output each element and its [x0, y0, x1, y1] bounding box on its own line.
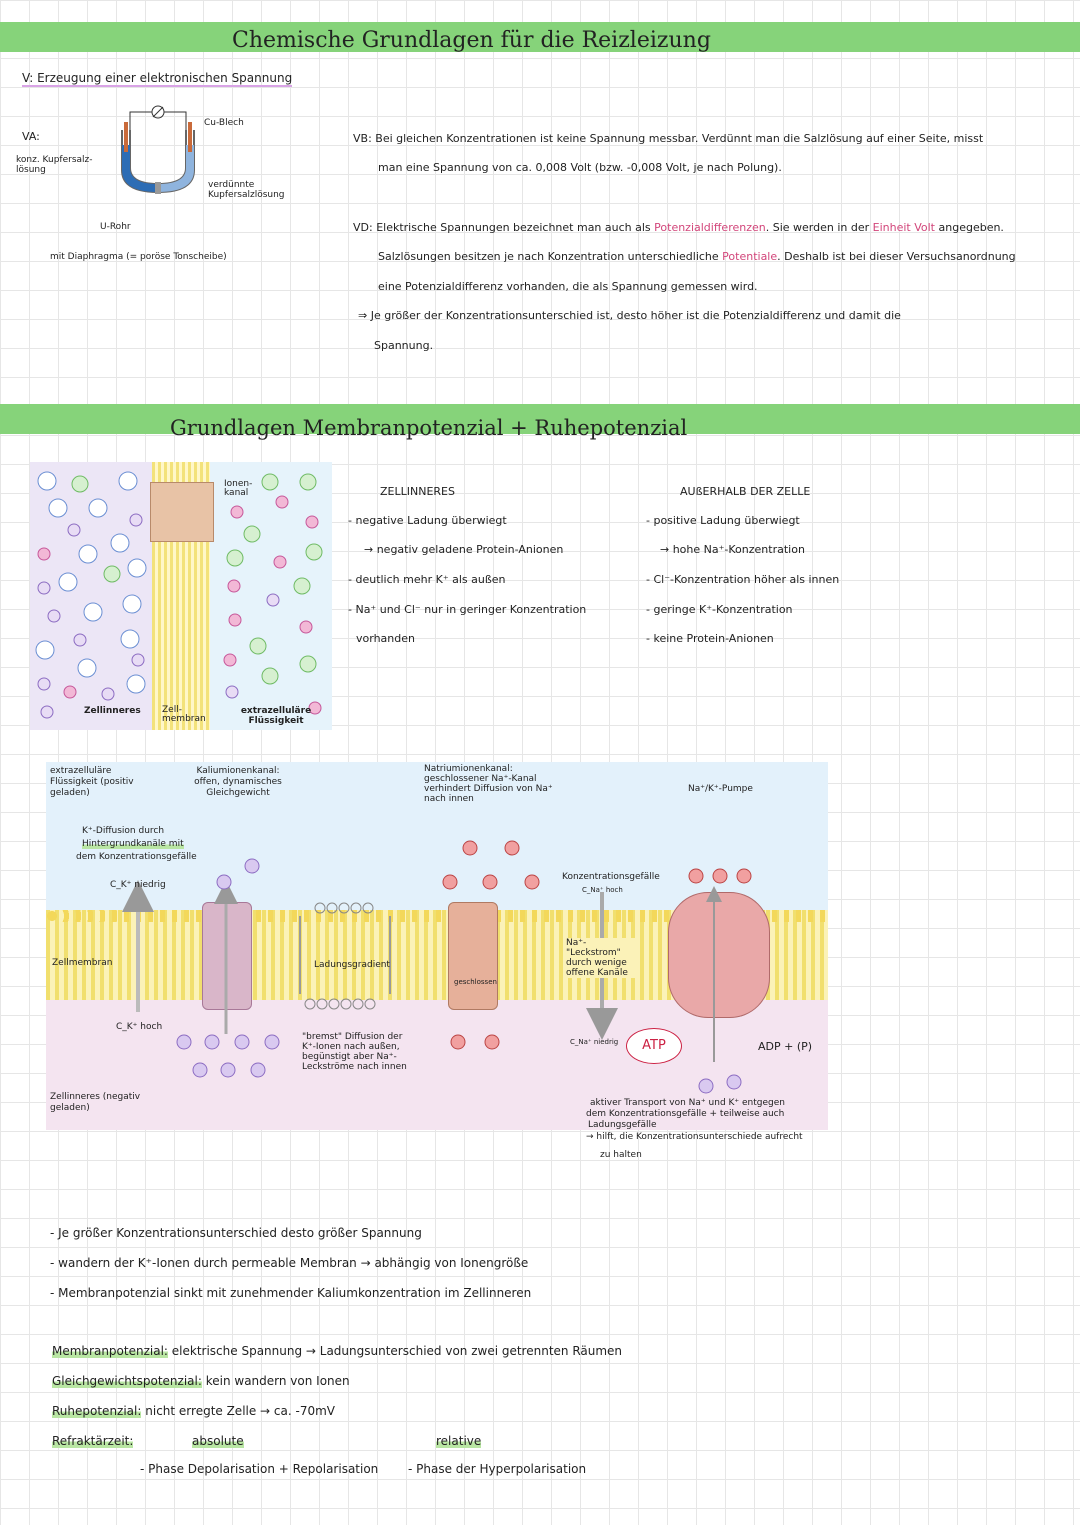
section2-title: Grundlagen Membranpotenzial + Ruhepotenz…: [170, 416, 688, 440]
note-1: - Je größer Konzentrationsunterschied de…: [50, 1226, 422, 1240]
sodium-channel-closed: [448, 902, 498, 1010]
label-zellmembran-2: Zellmembran: [52, 958, 113, 968]
ion-channel: [150, 482, 214, 542]
fig2-ions: [176, 840, 752, 1094]
u-tube-diagram: [121, 105, 195, 194]
def-ruhepotenzial: Ruhepotenzial: nicht erregte Zelle → ca.…: [52, 1404, 336, 1418]
va-label: VA:: [22, 130, 40, 143]
label-relative: relative: [436, 1434, 482, 1448]
sodium-potassium-pump: [668, 892, 770, 1018]
outside-item-5: - keine Protein-Anionen: [646, 632, 774, 645]
label-na-k-pumpe: Na⁺/K⁺-Pumpe: [688, 784, 753, 794]
label-bremst: "bremst" Diffusion der K⁺-Ionen nach auß…: [302, 1032, 407, 1072]
label-ionenkanal: Ionen-kanal: [224, 479, 253, 498]
ion-markers: [35, 471, 323, 719]
label-ladungsgradient: Ladungsgradient: [314, 960, 390, 970]
extracellular-area: [46, 762, 828, 910]
outside-item-3: - Cl⁻-Konzentration höher als innen: [646, 573, 840, 586]
vd-line-3: eine Potenzialdifferenz vorhanden, die a…: [378, 280, 758, 293]
section1-title: Chemische Grundlagen für die Reizleizung: [232, 28, 711, 53]
term-ruhepotenzial: Ruhepotenzial:: [52, 1404, 142, 1418]
vd-line-5: Spannung.: [374, 339, 434, 352]
label-natriumkanal: Natriumionenkanal: geschlossener Na⁺-Kan…: [424, 764, 553, 804]
experiment-heading: V: Erzeugung einer elektronischen Spannu…: [22, 71, 293, 87]
membrane-transport-figure: extrazelluläre Flüssigkeit (positiv gela…: [46, 762, 828, 1130]
absolute-text: - Phase Depolarisation + Repolarisation: [140, 1462, 379, 1476]
outside-item-4: - geringe K⁺-Konzentration: [646, 603, 793, 616]
label-aktiv-3: Ladungsgefälle: [588, 1120, 657, 1130]
atp-badge: ATP: [626, 1028, 682, 1064]
label-cna-hoch: C_Na⁺ hoch: [582, 886, 623, 894]
relative-text: - Phase der Hyperpolarisation: [408, 1462, 587, 1476]
label-verd-loesung: verdünnte Kupfersalzlösung: [208, 180, 285, 200]
note-3: - Membranpotenzial sinkt mit zunehmender…: [50, 1286, 532, 1300]
label-zellinneres-2: Zellinneres (negativ geladen): [50, 1092, 141, 1113]
ion-distribution-figure: Zellinneres Zell-membran extrazelluläre …: [30, 462, 332, 730]
label-aktiv-1: aktiver Transport von Na⁺ und K⁺ entgege…: [590, 1098, 785, 1108]
label-zellmembran: Zell-membran: [162, 705, 206, 724]
note-2: - wandern der K⁺-Ionen durch permeable M…: [50, 1256, 529, 1270]
title-banner-2: [0, 404, 1080, 434]
vb-line-1: VB: Bei gleichen Konzentrationen ist kei…: [353, 132, 984, 145]
inside-item-4: - Na⁺ und Cl⁻ nur in geringer Konzentrat…: [348, 603, 587, 616]
def-refraktaerzeit: Refraktärzeit:: [52, 1434, 134, 1448]
inside-item-1: - negative Ladung überwiegt: [348, 514, 507, 527]
outside-item-2: → hohe Na⁺-Konzentration: [660, 543, 805, 556]
label-kaliumkanal: Kaliumionenkanal: offen, dynamisches Gle…: [194, 766, 282, 798]
term-einheit-volt: Einheit Volt: [872, 221, 935, 234]
intracellular-area: [46, 1000, 828, 1130]
vd-line-2: Salzlösungen besitzen je nach Konzentrat…: [378, 250, 1016, 263]
outside-header: AUßERHALB DER ZELLE: [680, 485, 811, 498]
term-potentiale: Potentiale: [722, 250, 778, 263]
label-extra-fluid: extrazelluläre Flüssigkeit (positiv gela…: [50, 766, 134, 798]
label-zellinneres: Zellinneres: [84, 706, 141, 716]
label-k-diffusion-1: K⁺-Diffusion durch: [82, 826, 165, 836]
term-membranpotenzial: Membranpotenzial:: [52, 1344, 168, 1358]
def-gleichgewichtspotenzial: Gleichgewichtspotenzial: kein wandern vo…: [52, 1374, 350, 1388]
outside-item-1: - positive Ladung überwiegt: [646, 514, 800, 527]
inside-item-3: - deutlich mehr K⁺ als außen: [348, 573, 506, 586]
label-geschlossen: geschlossen: [454, 978, 497, 986]
inside-item-5: vorhanden: [356, 632, 415, 645]
label-aktiv-5: zu halten: [600, 1150, 642, 1160]
label-aktiv-4: → hilft, die Konzentrationsunterschiede …: [586, 1132, 803, 1142]
def-membranpotenzial: Membranpotenzial: elektrische Spannung →…: [52, 1344, 623, 1358]
label-cu-blech: Cu-Blech: [204, 118, 244, 128]
label-extrazellulaer: extrazelluläre Flüssigkeit: [240, 706, 312, 726]
term-potenzialdifferenzen: Potenzialdifferenzen: [654, 221, 766, 234]
inside-header: ZELLINNERES: [380, 485, 455, 498]
term-gleichgewichtspotenzial: Gleichgewichtspotenzial:: [52, 1374, 202, 1388]
label-konz-loesung: konz. Kupfersalz-lösung: [16, 155, 93, 175]
label-diaphragma: mit Diaphragma (= poröse Tonscheibe): [50, 252, 227, 262]
label-adp: ADP + (P): [758, 1040, 813, 1053]
term-refraktaerzeit: Refraktärzeit:: [52, 1434, 134, 1448]
label-leckstrom: Na⁺-"Leckstrom" durch wenige offene Kanä…: [566, 938, 636, 978]
label-ck-hoch: C_K⁺ hoch: [116, 1022, 163, 1032]
vd-line-1: VD: Elektrische Spannungen bezeichnet ma…: [353, 221, 1004, 234]
label-aktiv-2: dem Konzentrationsgefälle + teilweise au…: [586, 1109, 785, 1119]
label-k-diffusion-2: Hintergrundkanäle mit: [82, 839, 184, 849]
label-absolute: absolute: [192, 1434, 244, 1448]
label-konzentrationsgefaelle: Konzentrationsgefälle: [562, 872, 660, 882]
title-banner-1: [0, 22, 1080, 52]
vb-line-2: man eine Spannung von ca. 0,008 Volt (bz…: [378, 161, 782, 174]
label-ck-niedrig: C_K⁺ niedrig: [110, 880, 166, 890]
label-cna-niedrig: C_Na⁺ niedrig: [570, 1038, 619, 1046]
inside-item-2: → negativ geladene Protein-Anionen: [364, 543, 564, 556]
label-u-rohr: U-Rohr: [100, 222, 131, 232]
label-k-diffusion-3: dem Konzentrationsgefälle: [76, 852, 197, 862]
vd-line-4: ⇒ Je größer der Konzentrationsunterschie…: [358, 309, 901, 322]
